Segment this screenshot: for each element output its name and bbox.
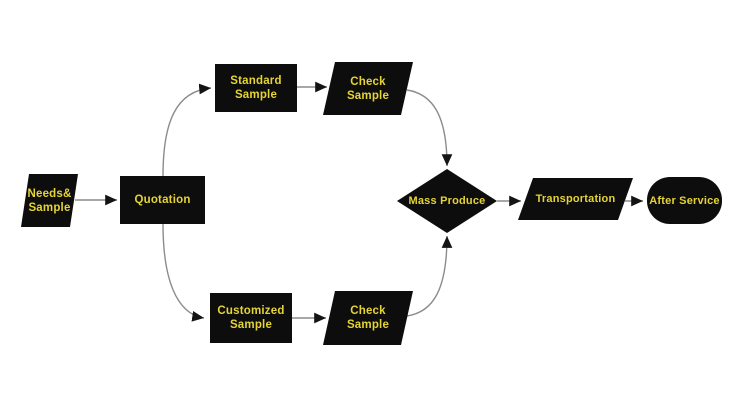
node-check-sample-top: Check Sample (323, 62, 413, 115)
node-needs-sample: Needs& Sample (21, 174, 78, 227)
node-quotation: Quotation (120, 176, 205, 224)
node-check-sample-bottom-label: Check Sample (346, 305, 390, 331)
node-check-sample-bottom: Check Sample (323, 291, 413, 345)
connector-quotation-to-customized-sample (162, 223, 205, 322)
node-customized-sample: Customized Sample (210, 293, 292, 343)
node-needs-sample-label: Needs& Sample (27, 187, 72, 214)
node-transportation-label: Transportation (535, 193, 616, 205)
node-check-sample-top-label: Check Sample (346, 75, 390, 102)
node-mass-produce: Mass Produce (397, 169, 497, 233)
node-mass-produce-label: Mass Produce (408, 195, 486, 207)
node-customized-sample-label: Customized Sample (217, 305, 285, 331)
node-standard-sample-label: Standard Sample (230, 75, 282, 101)
connector-check-sample-top-to-mass-produce (406, 89, 453, 167)
node-after-service: After Service (647, 177, 722, 224)
connector-check-sample-bottom-to-mass-produce (406, 235, 453, 317)
node-quotation-label: Quotation (134, 194, 191, 206)
node-after-service-label: After Service (649, 194, 720, 207)
node-standard-sample: Standard Sample (215, 64, 297, 112)
connector-quotation-to-standard-sample (162, 83, 212, 177)
node-transportation: Transportation (518, 178, 633, 220)
